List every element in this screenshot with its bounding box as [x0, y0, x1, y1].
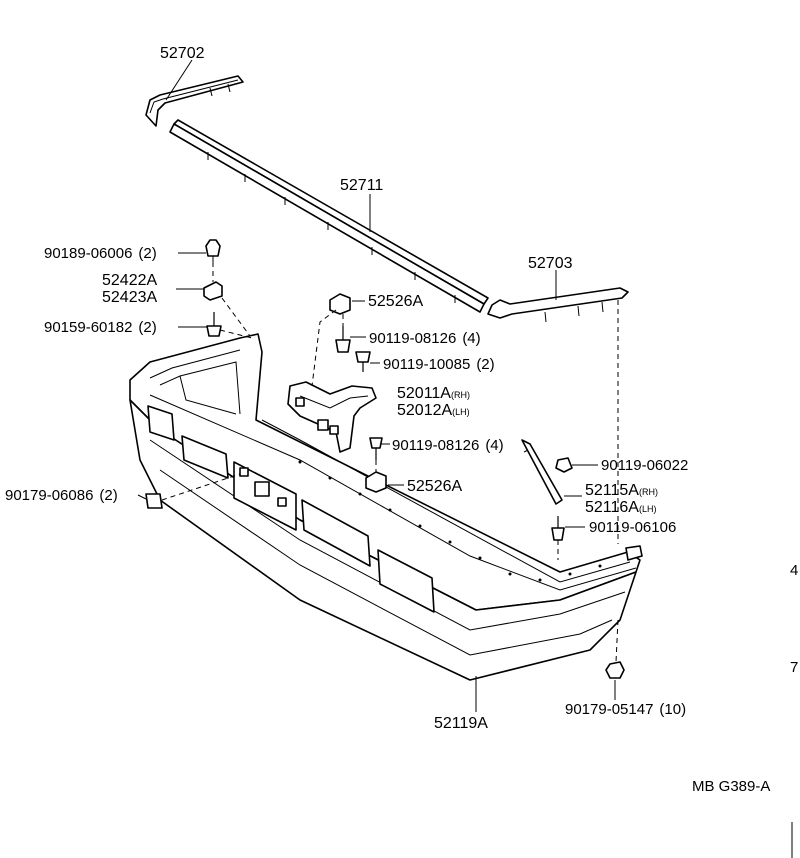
label-52422A: 52422A: [102, 272, 157, 289]
label-90159-60182: 90159-60182(2): [44, 319, 157, 336]
bolt-stay-part: [555, 457, 573, 473]
label-90119-06022: 90119-06022: [601, 457, 688, 474]
labels: 52702 52711 52703 90189-06006(2) 52422A …: [5, 45, 798, 795]
moulding-left-part: [145, 75, 244, 127]
label-90179-05147: 90179-05147(10): [565, 701, 686, 718]
stay-part: [521, 439, 563, 505]
bolt-upper-part: [335, 326, 351, 353]
label-52703: 52703: [528, 255, 573, 272]
spacer-upper-part: [329, 293, 351, 315]
label-52711: 52711: [340, 177, 383, 194]
nut-bottom-part: [605, 661, 625, 679]
leader-lines: [137, 59, 793, 858]
moulding-center-part: [169, 119, 489, 313]
label-90119-06106: 90119-06106: [589, 519, 676, 536]
screw-left-part: [206, 312, 222, 337]
margin-mark-2: 7: [790, 659, 798, 676]
label-52119A: 52119A: [434, 715, 488, 732]
label-52115A: 52115A(RH): [585, 482, 658, 499]
diagram-code: MB G389-A: [692, 778, 770, 795]
label-90179-06086: 90179-06086(2): [5, 487, 118, 504]
margin-mark-1: 4: [790, 562, 798, 579]
bolt-center-part: [355, 351, 371, 372]
moulding-right-part: [487, 287, 629, 323]
label-52012A: 52012A(LH): [397, 402, 470, 419]
label-52526A-upper: 52526A: [368, 293, 423, 310]
bolt-lower-part: [369, 437, 383, 460]
label-90119-08126-upper: 90119-08126(4): [369, 330, 481, 347]
clip-top-part: [205, 239, 221, 262]
clip-side-part: [145, 493, 163, 509]
label-52526A-lower: 52526A: [407, 478, 462, 495]
bumper-cover-part: [129, 333, 643, 681]
label-52011A: 52011A(RH): [397, 385, 470, 402]
reinforcement-part: [287, 381, 377, 453]
label-90189-06006: 90189-06006(2): [44, 245, 157, 262]
spacer-lower-part: [365, 471, 387, 493]
label-52702: 52702: [160, 45, 205, 62]
bolt-stay-lower-part: [551, 516, 565, 541]
retainer-part: [203, 281, 223, 301]
label-52116A: 52116A(LH): [585, 499, 656, 516]
label-90119-10085: 90119-10085(2): [383, 356, 495, 373]
assembly-lines: [161, 262, 619, 663]
label-90119-08126-lower: 90119-08126(4): [392, 437, 504, 454]
label-52423A: 52423A: [102, 289, 157, 306]
